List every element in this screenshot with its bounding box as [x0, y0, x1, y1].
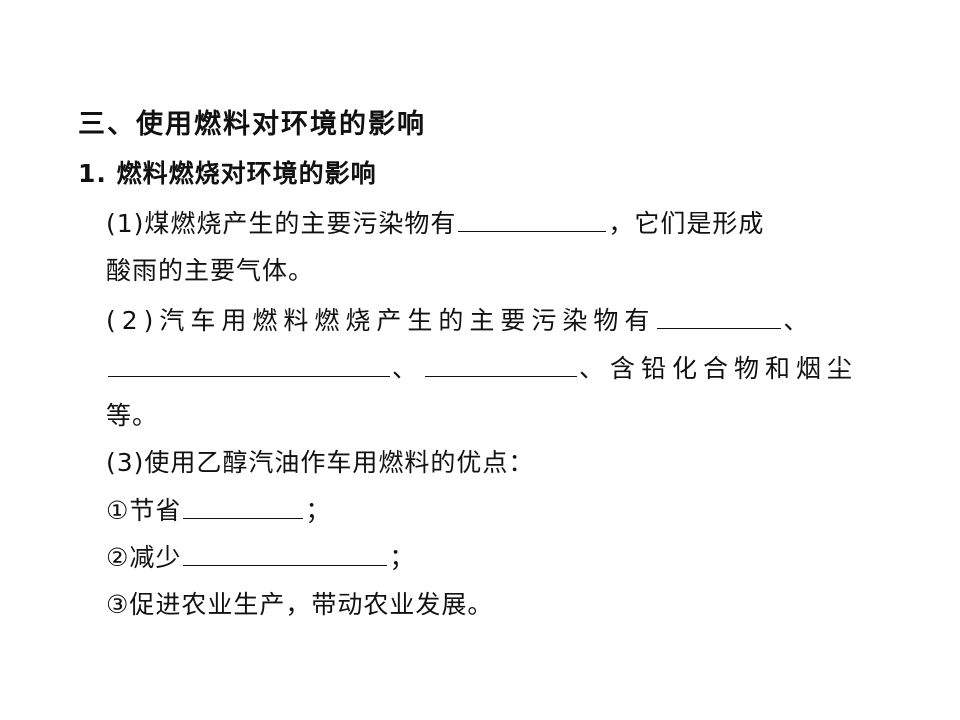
item1-blank[interactable]: [458, 207, 607, 232]
point1-suffix: ；: [305, 496, 332, 525]
item1-line2: 酸雨的主要气体。: [106, 256, 315, 285]
item2-line3: 等。: [106, 401, 159, 430]
item3-point3: ③促进农业生产，带动农业发展。: [106, 590, 494, 619]
point2-blank[interactable]: [183, 541, 388, 566]
item1-line1: (1)煤燃烧产生的主要污染物有 ，它们是形成: [106, 207, 764, 241]
item2-prefix: (2)汽车用燃料燃烧产生的主要污染物有: [106, 306, 656, 335]
item3-title: (3)使用乙醇汽油作车用燃料的优点：: [106, 448, 535, 477]
item1-prefix: (1)煤燃烧产生的主要污染物有: [106, 209, 457, 238]
item2-line1: (2)汽车用燃料燃烧产生的主要污染物有 、: [106, 304, 814, 338]
item3-point1: ①节省 ；: [106, 494, 331, 528]
item2-sep2: 、: [392, 354, 424, 383]
item2-blank2[interactable]: [108, 352, 390, 377]
item2-sep1: 、: [783, 306, 815, 335]
point1-blank[interactable]: [183, 494, 304, 519]
point1-prefix: ①节省: [106, 496, 182, 525]
item2-line2: 、 、含铅化合物和烟尘: [106, 352, 858, 386]
point2-suffix: ；: [389, 543, 416, 572]
item3-point2: ②减少 ；: [106, 541, 415, 575]
item2-blank3[interactable]: [425, 352, 578, 377]
subsection-title: 1. 燃料燃烧对环境的影响: [78, 159, 377, 188]
item2-suffix: 、含铅化合物和烟尘: [579, 354, 859, 383]
section-title: 三、使用燃料对环境的影响: [78, 109, 426, 140]
item2-blank1[interactable]: [657, 304, 782, 329]
point2-prefix: ②减少: [106, 543, 182, 572]
item1-suffix: ，它们是形成: [608, 209, 765, 238]
